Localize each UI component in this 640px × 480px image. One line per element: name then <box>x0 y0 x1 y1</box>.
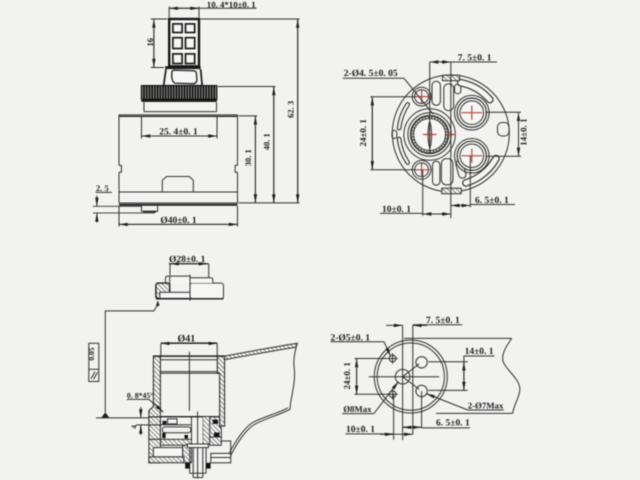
svg-text:10±0. 1: 10±0. 1 <box>346 425 375 435</box>
svg-text:2. 5: 2. 5 <box>96 183 109 193</box>
svg-text:14±0. 1: 14±0. 1 <box>518 118 528 146</box>
svg-text:24±0. 1: 24±0. 1 <box>342 362 352 390</box>
svg-text:6. 5±0. 1: 6. 5±0. 1 <box>436 419 470 429</box>
svg-text:2-Ø5±0. 1: 2-Ø5±0. 1 <box>331 334 371 344</box>
svg-text:10. 4*10±0. 1: 10. 4*10±0. 1 <box>207 0 256 9</box>
svg-text:16: 16 <box>145 38 155 47</box>
svg-text:14±0. 1: 14±0. 1 <box>465 347 494 357</box>
svg-text:7. 5±0. 1: 7. 5±0. 1 <box>426 316 460 326</box>
svg-text:0. 8*45°: 0. 8*45° <box>127 391 154 400</box>
svg-text:Ø41: Ø41 <box>178 333 196 344</box>
svg-text:24±0. 1: 24±0. 1 <box>358 119 368 147</box>
svg-text:0.05: 0.05 <box>87 347 96 360</box>
svg-text:7. 5±0. 1: 7. 5±0. 1 <box>458 53 492 63</box>
svg-text:30. 1: 30. 1 <box>243 149 253 166</box>
svg-text:Ø40±0. 1: Ø40±0. 1 <box>160 216 197 226</box>
svg-text:2-Ø7Max: 2-Ø7Max <box>468 400 504 410</box>
svg-text:2-Ø4. 5±0. 05: 2-Ø4. 5±0. 05 <box>344 69 398 79</box>
svg-text:Ø8Max: Ø8Max <box>343 404 372 414</box>
svg-text:40. 1: 40. 1 <box>262 133 272 150</box>
svg-text:Ø28±0. 1: Ø28±0. 1 <box>169 255 206 265</box>
svg-text:4: 4 <box>129 425 138 429</box>
svg-text:62. 3: 62. 3 <box>286 101 296 118</box>
svg-text:25. 4±0. 1: 25. 4±0. 1 <box>159 128 198 138</box>
svg-text:10±0. 1: 10±0. 1 <box>382 205 411 215</box>
svg-text:6. 5±0. 1: 6. 5±0. 1 <box>475 196 509 206</box>
